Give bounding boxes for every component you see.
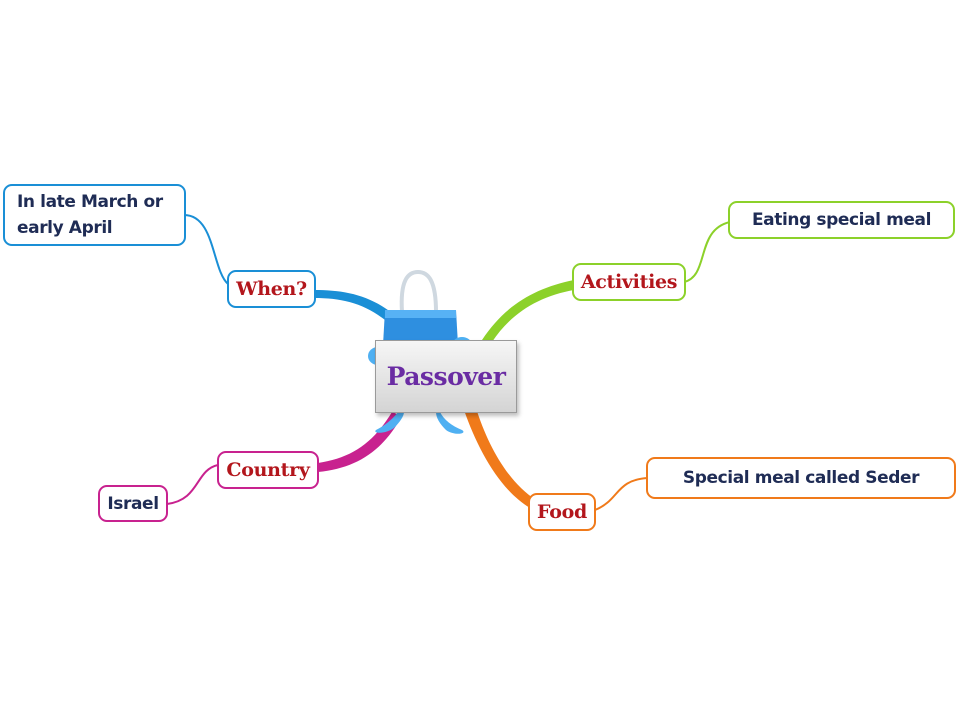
leaf-country[interactable]: Israel	[98, 485, 168, 522]
connector-activities	[482, 280, 574, 342]
connector-when-leaf	[183, 214, 229, 285]
central-topic[interactable]: Passover	[375, 340, 517, 413]
branch-country[interactable]: Country	[217, 451, 319, 489]
connector-food	[464, 408, 536, 508]
connector-country-leaf	[166, 464, 219, 505]
leaf-food[interactable]: Special meal called Seder	[646, 457, 956, 499]
connector-activities-leaf	[683, 221, 731, 283]
leaf-activities[interactable]: Eating special meal	[728, 201, 955, 239]
leaf-when[interactable]: In late March or early April	[3, 184, 186, 246]
branch-activities[interactable]: Activities	[572, 263, 686, 301]
connector-food-leaf	[594, 477, 649, 511]
branch-food[interactable]: Food	[528, 493, 596, 531]
connector-country	[318, 412, 402, 472]
branch-when[interactable]: When?	[227, 270, 316, 308]
connector-when	[314, 290, 398, 326]
